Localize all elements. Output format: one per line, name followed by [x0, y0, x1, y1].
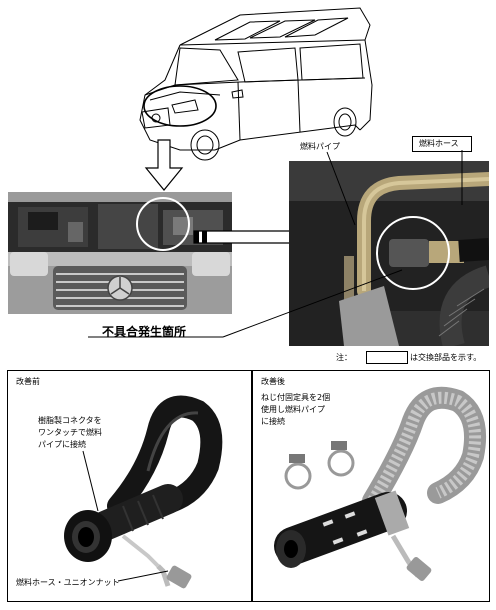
before-callout-2: ワンタッチで燃料 [38, 428, 102, 437]
fuel-hose-label: 燃料ホース [419, 139, 459, 148]
before-bottom-label: 燃料ホース・ユニオンナット [16, 578, 120, 587]
before-panel: 改善前 樹脂製コネクタを ワンタッチで燃料 パイプに接続 燃料ホース・ユニオンナ… [7, 370, 252, 602]
note-suffix: は交換部品を示す。 [410, 353, 482, 362]
before-leaders [82, 450, 169, 582]
down-arrow-icon [144, 139, 184, 191]
after-callout-3: に接続 [261, 417, 285, 426]
after-hose-photo [274, 386, 487, 581]
fuel-line-detail-photo [289, 161, 489, 346]
after-panel: 改善後 ねじ付固定具を2個 使用し燃料パイプ に接続 [252, 370, 490, 602]
van-illustration [139, 7, 373, 161]
before-hose-photo [64, 395, 223, 589]
before-callout-3: パイプに接続 [38, 440, 86, 449]
engine-bay-photo [8, 192, 232, 314]
defect-location-label: 不具合発生箇所 [102, 325, 187, 339]
note-prefix: 注： [336, 353, 352, 362]
before-callout-1: 樹脂製コネクタを [38, 416, 102, 425]
fuel-hose-label-box: 燃料ホース [412, 136, 472, 152]
after-title: 改善後 [261, 377, 285, 386]
before-title: 改善前 [16, 377, 40, 386]
fuel-pipe-label: 燃料パイプ [300, 142, 340, 151]
after-callout-1: ねじ付固定具を2個 [261, 393, 331, 402]
after-callout-2: 使用し燃料パイプ [261, 405, 325, 414]
replacement-part-legend-box [366, 351, 408, 364]
